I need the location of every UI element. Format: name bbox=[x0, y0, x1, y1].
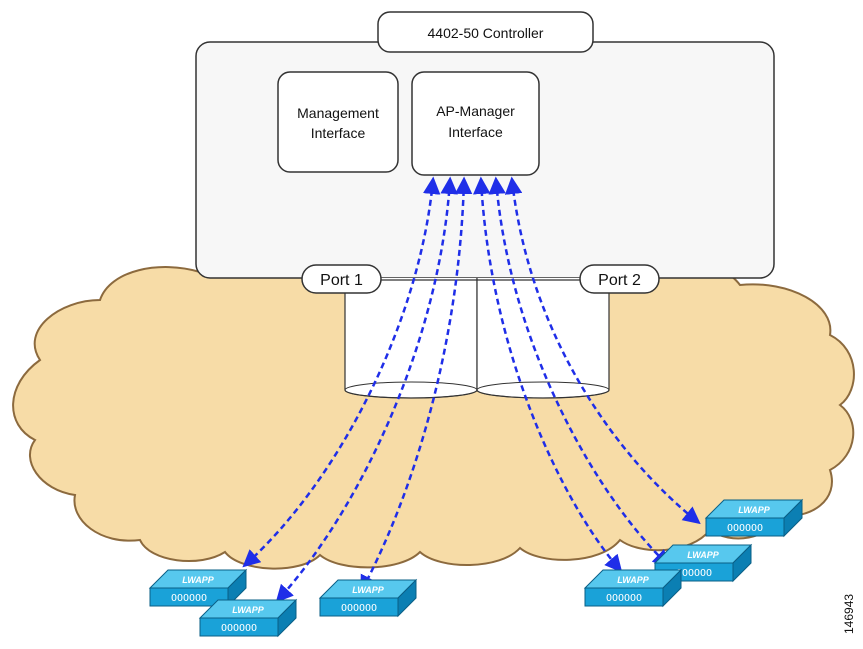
port-1-label: Port 1 bbox=[320, 272, 363, 289]
access-point: LWAPP OOOOOO bbox=[198, 598, 298, 638]
access-point: LWAPP OOOOOO bbox=[318, 578, 418, 618]
access-point-indicator: OOOOOO bbox=[606, 593, 642, 604]
access-point-side bbox=[783, 498, 803, 538]
access-point-label: LWAPP bbox=[738, 505, 771, 515]
access-point-indicator: OOOOOO bbox=[341, 603, 377, 614]
ap-manager-interface-label-line1: AP-Manager bbox=[436, 103, 515, 119]
access-point-label: LWAPP bbox=[182, 575, 215, 585]
management-interface-label-line2: Interface bbox=[311, 125, 366, 141]
management-interface-box bbox=[277, 71, 399, 173]
tunnel-arrow-6 bbox=[504, 176, 701, 525]
access-point-label: LWAPP bbox=[687, 550, 720, 560]
access-point-indicator: OOOOOO bbox=[221, 623, 257, 634]
tunnel-arrows bbox=[242, 176, 701, 603]
access-point: LWAPP OOOOOO bbox=[704, 498, 804, 538]
access-point-side bbox=[662, 568, 682, 608]
access-point: LWAPP OOOOOO bbox=[583, 568, 683, 608]
access-point-side bbox=[277, 598, 297, 638]
access-point-side bbox=[397, 578, 417, 618]
port-2-label: Port 2 bbox=[598, 272, 641, 289]
controller-title-box bbox=[377, 11, 594, 53]
port-trunks bbox=[344, 278, 610, 399]
access-point-indicator: OOOOOO bbox=[171, 593, 207, 604]
ap-manager-interface-box bbox=[411, 71, 540, 176]
access-points: LWAPP OOOOOO LWAPP OOOOOO LWAPP OOOOOO LWAPP OO… bbox=[148, 498, 804, 638]
controller-title: 4402-50 Controller bbox=[428, 25, 544, 41]
ap-manager-interface-label-line2: Interface bbox=[448, 124, 503, 140]
tunnel-arrow-3 bbox=[360, 176, 473, 594]
access-point-label: LWAPP bbox=[617, 575, 650, 585]
access-point-indicator: OOOOOO bbox=[676, 568, 712, 579]
access-point-label: LWAPP bbox=[232, 605, 265, 615]
management-interface-label-line1: Management bbox=[297, 105, 379, 121]
access-point: LWAPP OOOOOO bbox=[148, 568, 248, 608]
access-point-label: LWAPP bbox=[352, 585, 385, 595]
access-point-side bbox=[732, 543, 752, 583]
figure-id: 146943 bbox=[842, 594, 856, 634]
access-point-indicator: OOOOOO bbox=[727, 523, 763, 534]
